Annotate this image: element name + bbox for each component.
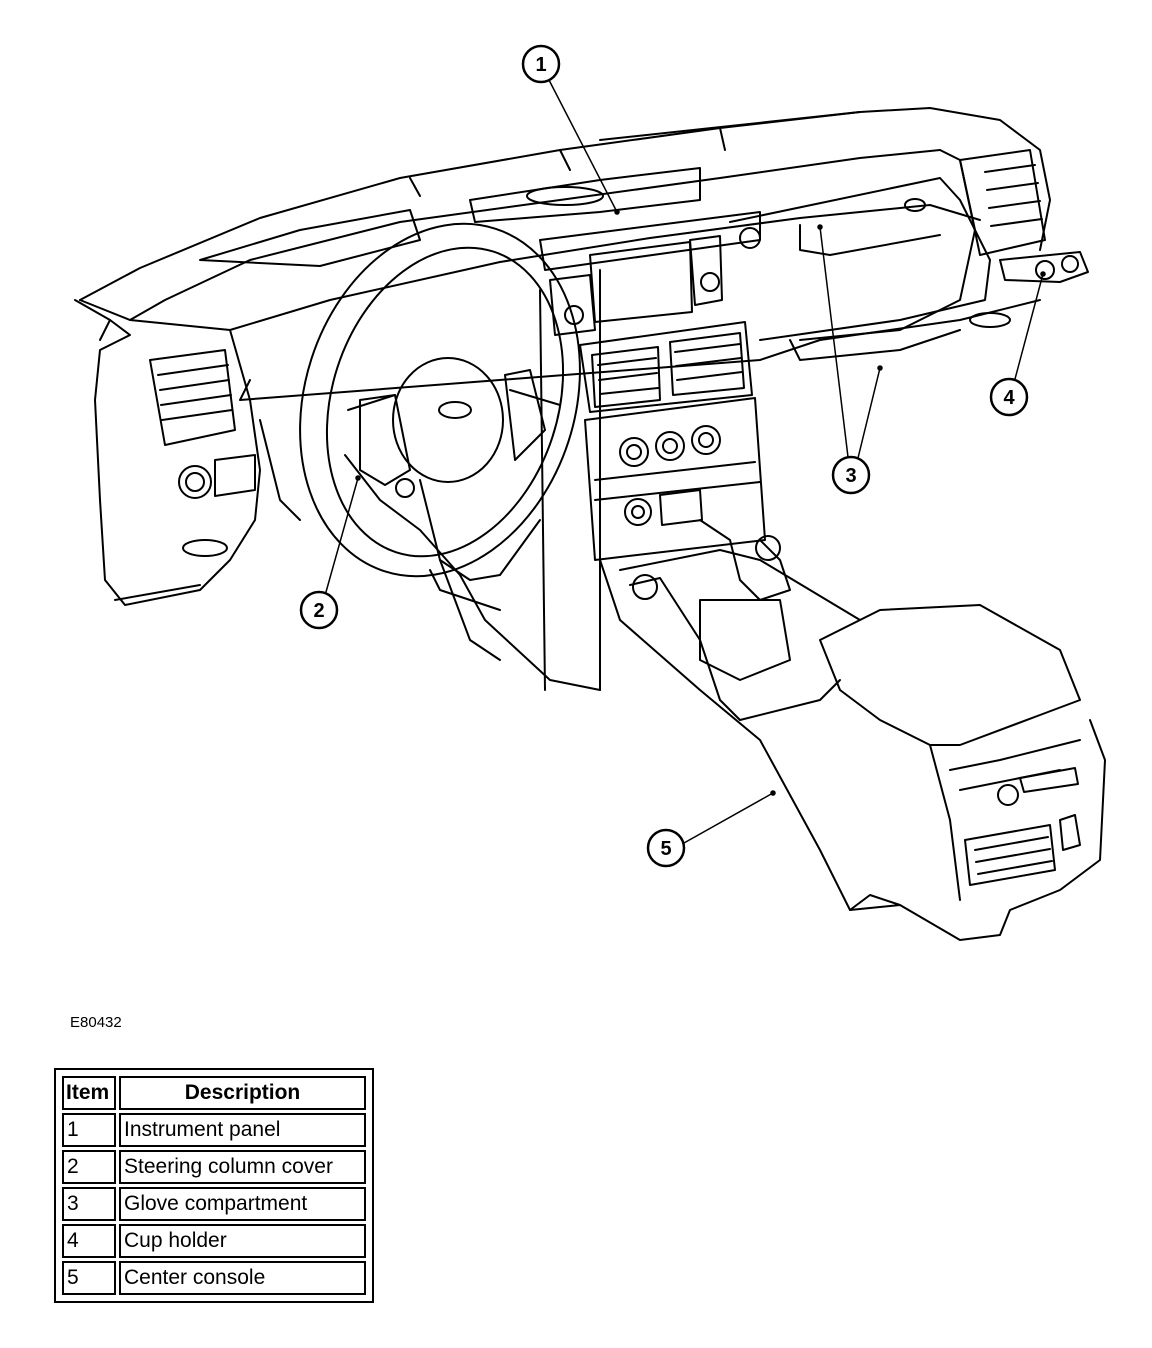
legend-row: 1 Instrument panel (62, 1113, 366, 1147)
legend-table: Item Description 1 Instrument panel 2 St… (54, 1068, 374, 1303)
callout-1: 1 (521, 44, 561, 84)
center-console-drawing (599, 519, 1106, 941)
callout-4: 4 (989, 377, 1029, 417)
legend-row: 4 Cup holder (62, 1224, 366, 1258)
legend-item-number: 3 (62, 1187, 116, 1221)
leader-line-3b (857, 367, 881, 459)
leader-line-4 (1014, 273, 1044, 380)
svg-text:5: 5 (660, 838, 671, 860)
figure-code: E80432 (70, 1014, 122, 1031)
legend-item-number: 2 (62, 1150, 116, 1184)
leader-line-2 (325, 477, 359, 593)
legend-item-description: Center console (119, 1261, 366, 1295)
center-stack-drawing (539, 235, 766, 691)
leader-lines (325, 79, 1046, 844)
callout-2: 2 (299, 590, 339, 630)
leader-line-3a (819, 226, 849, 458)
callout-5: 5 (646, 828, 686, 868)
legend-item-number: 1 (62, 1113, 116, 1147)
legend-item-description: Glove compartment (119, 1187, 366, 1221)
legend-header-description: Description (119, 1076, 366, 1110)
svg-text:4: 4 (1003, 387, 1015, 409)
legend-row: 5 Center console (62, 1261, 366, 1295)
steering-wheel-drawing (299, 222, 581, 661)
legend-item-number: 4 (62, 1224, 116, 1258)
legend-row: 2 Steering column cover (62, 1150, 366, 1184)
glove-compartment-drawing (729, 177, 1011, 361)
steering-column-cover-drawing (344, 454, 601, 691)
legend-row: 3 Glove compartment (62, 1187, 366, 1221)
dashboard-illustration: 1 2 3 4 5 (74, 44, 1106, 941)
legend-header-item: Item (62, 1076, 116, 1110)
svg-text:2: 2 (313, 600, 324, 622)
left-vent-drawing (74, 299, 261, 606)
cup-holder-drawing (959, 149, 1089, 283)
legend-item-description: Steering column cover (119, 1150, 366, 1184)
legend-header-row: Item Description (62, 1076, 366, 1110)
leader-line-1 (548, 79, 618, 213)
legend-item-description: Instrument panel (119, 1113, 366, 1147)
svg-text:1: 1 (535, 54, 546, 76)
legend-item-number: 5 (62, 1261, 116, 1295)
svg-text:3: 3 (845, 465, 856, 487)
callout-3: 3 (831, 455, 871, 495)
leader-line-5 (683, 792, 774, 844)
legend-item-description: Cup holder (119, 1224, 366, 1258)
